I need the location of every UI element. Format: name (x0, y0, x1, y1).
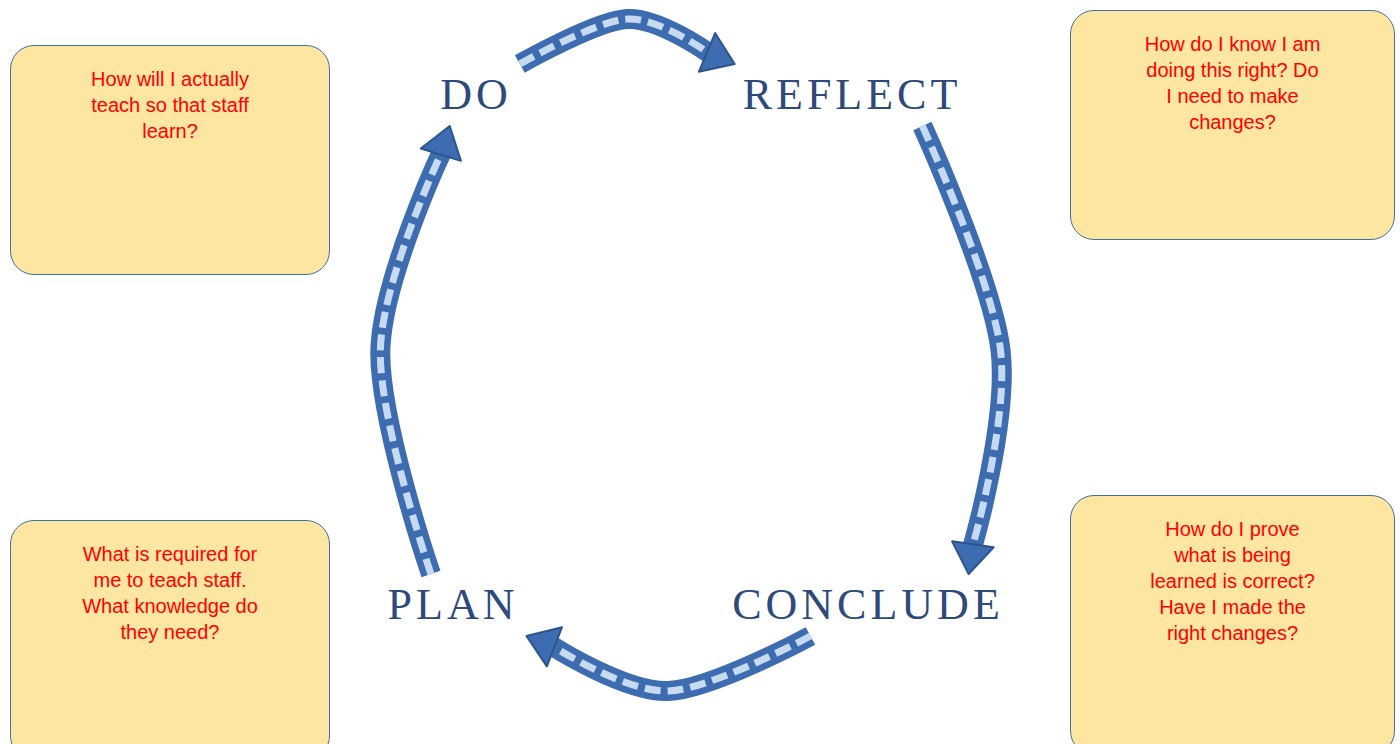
stage-label: CONCLUDE (724, 574, 1012, 636)
cycle-arrow (922, 126, 1001, 574)
stage-text: DO (440, 70, 512, 120)
arrow-head (421, 126, 461, 161)
arrow-head (699, 33, 735, 72)
arrow-sketch (520, 19, 709, 64)
stage-text: CONCLUDE (732, 580, 1004, 630)
stage-text: REFLECT (743, 70, 962, 120)
stage-label: DO (432, 64, 520, 126)
arrow-sketch (922, 126, 1001, 546)
cycle-arrow (380, 126, 461, 574)
arrow-shaft (553, 636, 811, 691)
cycle-arrow (520, 19, 735, 72)
question-box: How do I prove what is being learned is … (1070, 495, 1395, 744)
stage-text: PLAN (388, 580, 519, 630)
cycle-arrow (526, 627, 810, 691)
question-text: How do I know I am doing this right? Do … (1143, 31, 1323, 135)
arrow-sketch (380, 153, 441, 574)
arrow-head (526, 627, 562, 666)
arrow-head (952, 541, 994, 574)
arrow-sketch (553, 636, 811, 691)
arrow-shaft (380, 153, 441, 574)
stage-label: REFLECT (735, 64, 970, 126)
question-box: How do I know I am doing this right? Do … (1070, 10, 1395, 240)
stage-label: PLAN (380, 574, 527, 636)
question-text: How will I actually teach so that staff … (75, 66, 265, 144)
question-text: What is required for me to teach staff. … (75, 541, 265, 645)
arrow-shaft (922, 126, 1001, 546)
question-box: How will I actually teach so that staff … (10, 45, 330, 275)
question-text: How do I prove what is being learned is … (1145, 516, 1320, 646)
question-box: What is required for me to teach staff. … (10, 520, 330, 744)
arrow-shaft (520, 19, 709, 64)
